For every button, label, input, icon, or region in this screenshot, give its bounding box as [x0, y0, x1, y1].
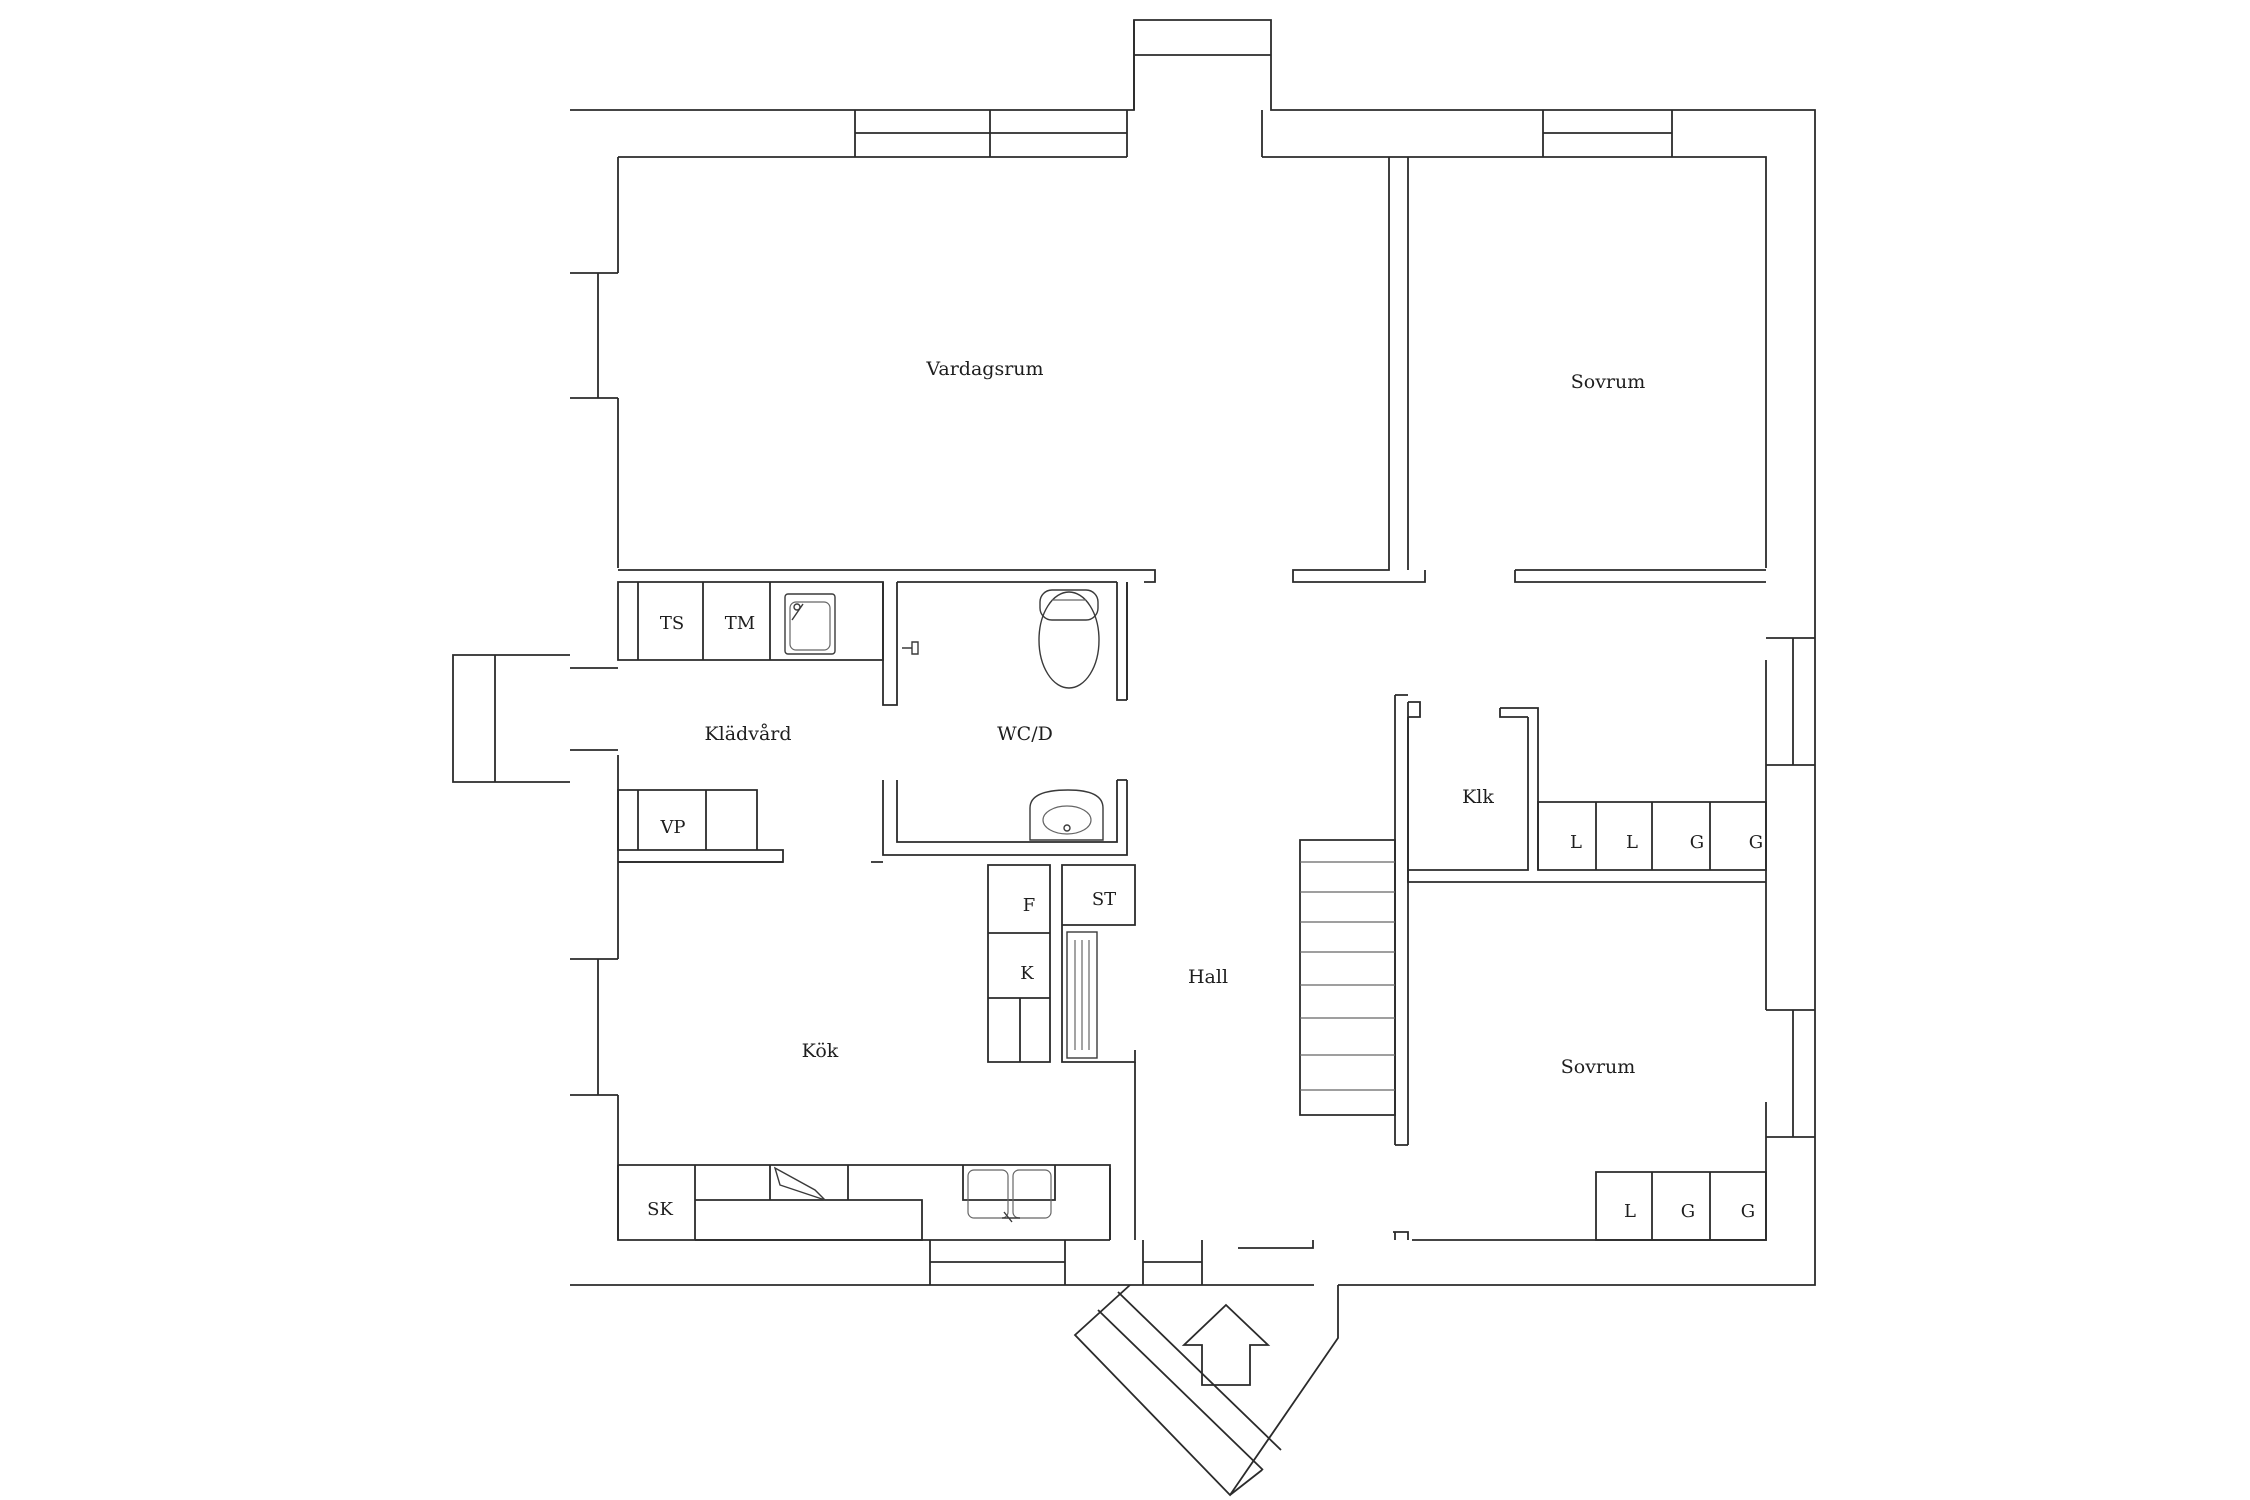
fixture-label-l2: L: [1626, 832, 1638, 853]
fixture-label-g3: G: [1681, 1201, 1695, 1222]
fixture-label-g2: G: [1749, 832, 1763, 853]
fixture-label-vp: VP: [659, 817, 685, 838]
fixture-label-ts: TS: [660, 613, 684, 634]
interior-walls: [617, 157, 1767, 1241]
stove-hood-icon: [773, 1166, 826, 1201]
tap-icon: [902, 641, 919, 655]
fixture-label-g4: G: [1741, 1201, 1755, 1222]
fixture-label-sk: SK: [647, 1199, 673, 1220]
radiator: [1066, 931, 1098, 1059]
staircase: [1299, 839, 1396, 1116]
fixture-label-f: F: [1023, 895, 1036, 916]
entrance-porch: [1073, 1284, 1339, 1497]
laundry-sink-icon: [784, 593, 836, 655]
toilet-icon: [1038, 589, 1100, 689]
fixture-label-l3: L: [1624, 1201, 1636, 1222]
fixture-label-tm: TM: [725, 613, 755, 634]
room-label-sovrum-lower: Sovrum: [1561, 1056, 1636, 1078]
fixture-label-k: K: [1020, 963, 1034, 984]
room-label-klk: Klk: [1462, 786, 1494, 808]
washbasin-icon: [1029, 789, 1104, 841]
exterior-walls: [452, 19, 1816, 1286]
fixture-label-g1: G: [1690, 832, 1704, 853]
fixture-label-l1: L: [1570, 832, 1582, 853]
entrance-arrow-icon: [1181, 1303, 1271, 1386]
kitchen-sink-icon: [967, 1169, 1052, 1223]
room-label-kladvard: Klädvård: [704, 723, 791, 745]
room-label-sovrum-upper: Sovrum: [1571, 371, 1646, 393]
room-label-wc: WC/D: [997, 723, 1053, 745]
room-label-hall: Hall: [1188, 966, 1228, 988]
fixture-label-st: ST: [1092, 889, 1116, 910]
room-label-kok: Kök: [802, 1040, 839, 1062]
room-label-vardagsrum: Vardagsrum: [925, 358, 1043, 380]
